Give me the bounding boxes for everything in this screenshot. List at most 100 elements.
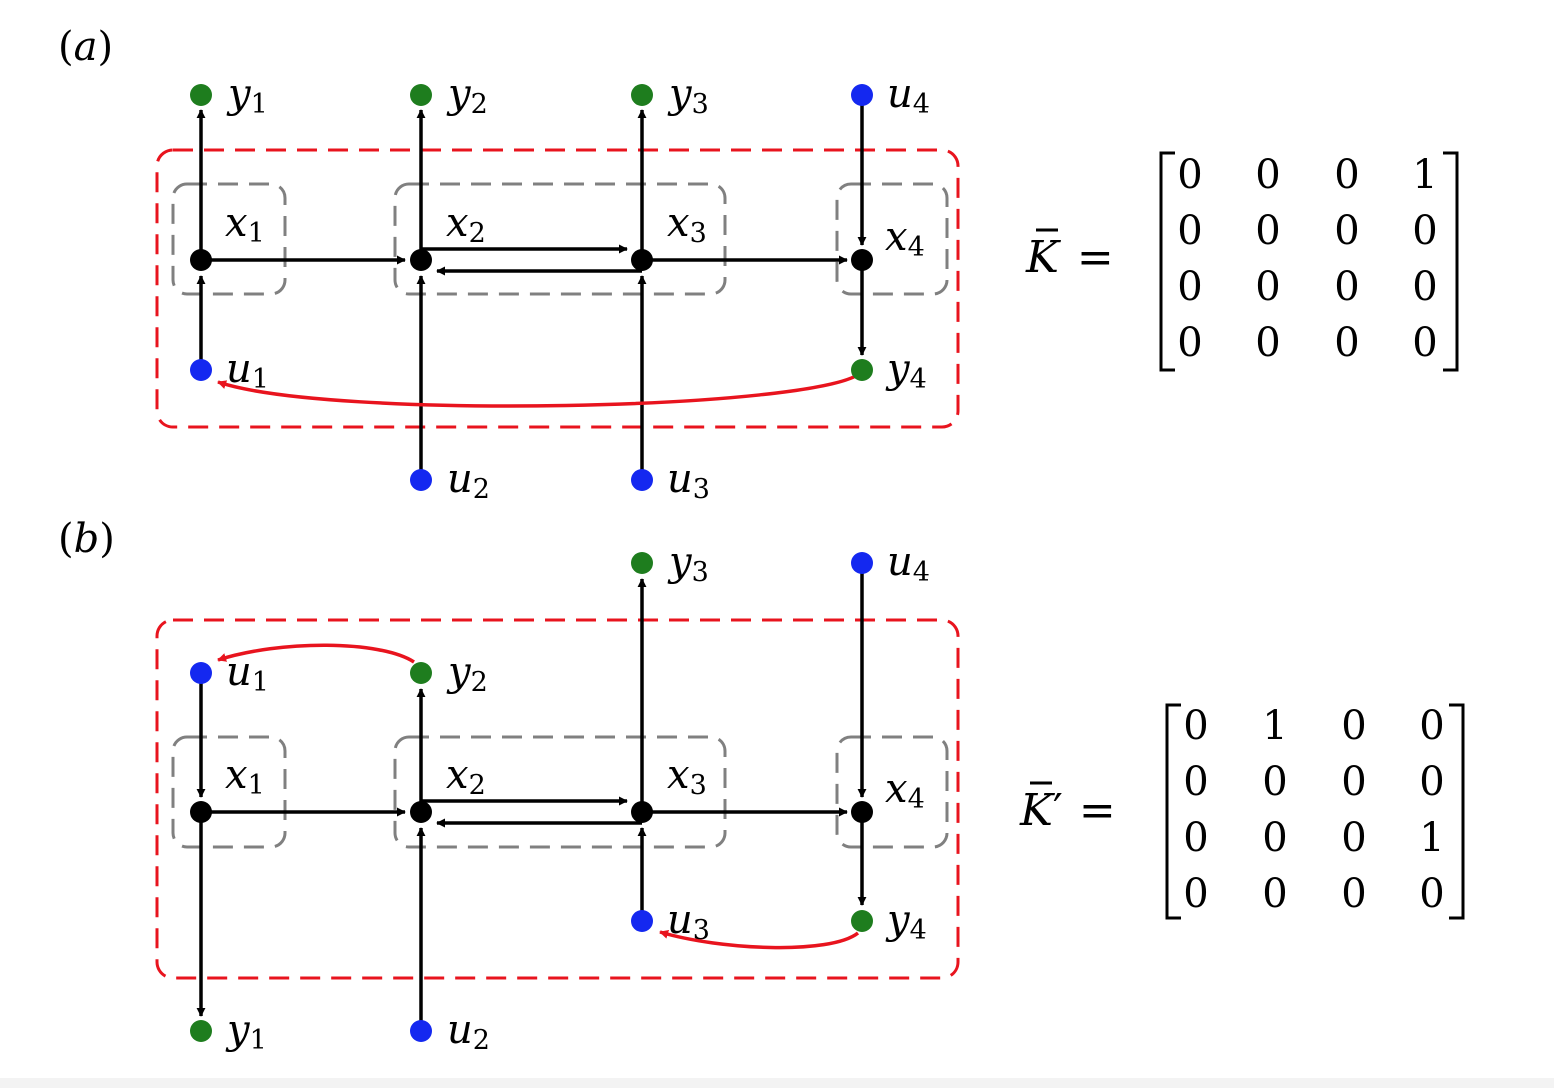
matrix-k-prime-cell: 0: [1262, 759, 1287, 805]
matrix-k-cell: 0: [1334, 208, 1359, 254]
node-y2: [410, 662, 432, 684]
matrix-k-prime-lhs: K′=: [1019, 785, 1116, 836]
label-y3: y3: [667, 71, 709, 120]
node-y1: [190, 1020, 212, 1042]
label-x4: x4: [885, 766, 925, 815]
node-y1: [190, 84, 212, 106]
node-y3: [631, 552, 653, 574]
matrix-k-prime: K′= 0 1 0 0 0 0 0 0 0 0 0 1 0 0 0 0: [1019, 703, 1465, 920]
matrix-k-cell: 0: [1255, 320, 1280, 366]
label-y2: y2: [446, 71, 488, 120]
matrix-k-cell: 0: [1334, 152, 1359, 198]
label-u4: u4: [887, 539, 930, 588]
group-box-x4: [835, 182, 949, 296]
panel-b: (b) y3: [58, 516, 1465, 1056]
label-x2: x2: [446, 752, 486, 801]
matrix-k-prime-cell: 0: [1341, 703, 1366, 749]
label-x3: x3: [667, 200, 707, 249]
label-y1: y1: [226, 71, 268, 120]
matrix-k-prime-cell: 0: [1341, 871, 1366, 917]
feedback-edge-y4-u3: [659, 930, 860, 950]
matrix-k-prime-cell: 0: [1262, 815, 1287, 861]
matrix-k-cell: 0: [1177, 208, 1202, 254]
group-box-x1: [171, 182, 287, 296]
label-u2: u2: [447, 456, 490, 505]
matrix-k-cell: 0: [1177, 320, 1202, 366]
feedback-edge-y4-u1: [217, 370, 864, 408]
feedback-edge-y2-u1: [217, 643, 415, 664]
panel-a: (a): [58, 24, 1459, 505]
matrix-k-cell: 1: [1412, 152, 1437, 198]
matrix-k-cell: 0: [1334, 264, 1359, 310]
matrix-k-prime-right-bracket: [1449, 703, 1465, 920]
matrix-k-right-bracket: [1443, 151, 1459, 372]
matrix-k-lhs: K=: [1025, 232, 1114, 283]
label-u1: u1: [226, 649, 269, 698]
matrix-k-prime-left-bracket: [1165, 703, 1181, 920]
node-u4: [851, 552, 873, 574]
label-u4: u4: [887, 71, 930, 120]
node-u1: [190, 662, 212, 684]
label-u3: u3: [667, 456, 710, 505]
node-u2: [410, 1020, 432, 1042]
node-x3: [631, 249, 653, 271]
matrix-k-prime-cell: 0: [1419, 871, 1444, 917]
matrix-k-prime-cell: 0: [1419, 703, 1444, 749]
node-x1: [190, 801, 212, 823]
node-u1: [190, 359, 212, 381]
node-y2: [410, 84, 432, 106]
label-x4: x4: [885, 214, 925, 263]
matrix-k-prime-cell: 1: [1419, 815, 1444, 861]
matrix-k-left-bracket: [1159, 151, 1175, 372]
label-x2: x2: [446, 200, 486, 249]
label-x1: x1: [225, 752, 265, 801]
label-y3: y3: [667, 539, 709, 588]
label-y2: y2: [446, 649, 488, 698]
node-x2: [410, 249, 432, 271]
bottom-strip: [0, 1078, 1554, 1088]
matrix-k-prime-cell: 0: [1419, 759, 1444, 805]
matrix-k-cell: 0: [1334, 320, 1359, 366]
node-u4: [851, 84, 873, 106]
node-x4: [851, 801, 873, 823]
node-x3: [631, 801, 653, 823]
panel-b-label: (b): [58, 516, 115, 562]
matrix-k-prime-cell: 0: [1183, 815, 1208, 861]
node-y4: [851, 359, 873, 381]
matrix-k-prime-cell: 0: [1183, 703, 1208, 749]
matrix-k-cell: 0: [1255, 208, 1280, 254]
label-x3: x3: [667, 752, 707, 801]
matrix-k-prime-cell: 0: [1262, 871, 1287, 917]
group-box-x4: [835, 735, 949, 849]
matrix-k-cell: 0: [1412, 264, 1437, 310]
node-u3: [631, 469, 653, 491]
label-u3: u3: [667, 897, 710, 946]
label-y4: y4: [885, 897, 927, 946]
matrix-k-prime-cell: 0: [1183, 759, 1208, 805]
group-box-x1: [171, 735, 287, 849]
node-x2: [410, 801, 432, 823]
matrix-k-prime-cell: 0: [1341, 759, 1366, 805]
node-u3: [631, 910, 653, 932]
matrix-k-cell: 0: [1412, 320, 1437, 366]
node-y4: [851, 910, 873, 932]
label-y4: y4: [885, 346, 927, 395]
label-u2: u2: [447, 1007, 490, 1056]
label-x1: x1: [225, 200, 265, 249]
label-y1: y1: [225, 1007, 267, 1056]
feedback-region-box: [155, 618, 960, 980]
node-x4: [851, 249, 873, 271]
node-x1: [190, 249, 212, 271]
label-u1: u1: [226, 346, 269, 395]
node-y3: [631, 84, 653, 106]
panel-a-label: (a): [58, 24, 113, 70]
matrix-k-cell: 0: [1255, 264, 1280, 310]
group-box-x2-x3: [393, 182, 727, 296]
matrix-k-prime-cell: 0: [1341, 815, 1366, 861]
group-box-x2-x3: [393, 735, 727, 849]
matrix-k-cell: 0: [1177, 152, 1202, 198]
matrix-k-prime-cell: 1: [1262, 703, 1287, 749]
node-u2: [410, 469, 432, 491]
feedback-region-box: [155, 148, 960, 429]
